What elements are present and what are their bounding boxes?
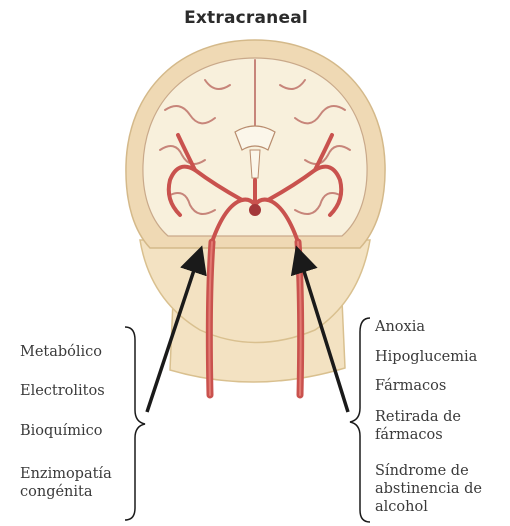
label-bioquimico: Bioquímico (20, 422, 103, 440)
label-metabolico: Metabólico (20, 343, 102, 361)
label-sindrome-abstinencia: Síndrome de abstinencia de alcohol (375, 462, 505, 516)
ventricles (235, 126, 275, 150)
label-anoxia: Anoxia (375, 318, 425, 336)
right-brace (350, 318, 370, 522)
label-farmacos: Fármacos (375, 377, 446, 395)
label-hipoglucemia: Hipoglucemia (375, 348, 477, 366)
third-ventricle (250, 150, 260, 178)
circle-of-willis (249, 204, 261, 216)
label-electrolitos: Electrolitos (20, 382, 105, 400)
diagram-title: Extracraneal (0, 8, 492, 28)
label-enzimopatia: Enzimopatía congénita (20, 465, 120, 501)
label-retirada-farmacos: Retirada de fármacos (375, 408, 495, 444)
left-brace (125, 327, 145, 520)
